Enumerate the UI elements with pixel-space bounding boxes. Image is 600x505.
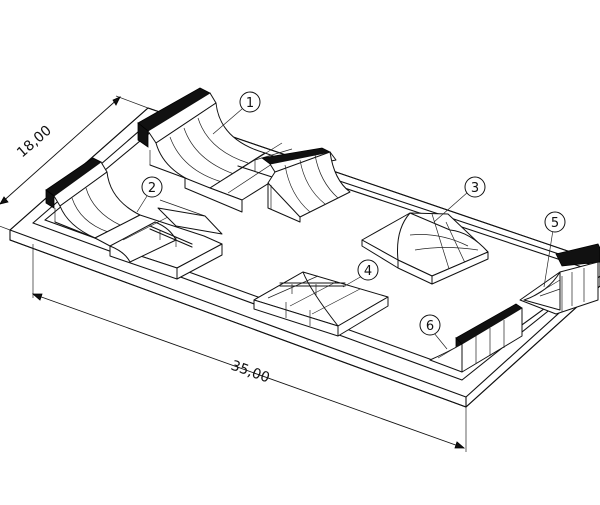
balloon-4: 4 (342, 259, 379, 288)
obstacle-6-quarterpipe (429, 303, 523, 373)
obstacle-5-quarterpipe (519, 243, 600, 315)
obstacle-3-pyramid (361, 212, 489, 285)
balloon-1: 1 (212, 91, 261, 135)
obstacle-4-pad-rail (253, 271, 389, 337)
balloon-2: 2 (136, 176, 163, 213)
svg-text:2: 2 (148, 181, 156, 196)
svg-text:5: 5 (551, 216, 559, 231)
svg-text:3: 3 (471, 181, 479, 196)
dimension-width-label: 18,00 (14, 123, 55, 161)
svg-text:4: 4 (364, 264, 372, 279)
balloon-5: 5 (543, 211, 566, 288)
svg-text:1: 1 (246, 96, 254, 111)
balloon-6: 6 (419, 314, 448, 350)
obstacle-1-halfpipe (137, 87, 351, 223)
obstacle-2-funbox (45, 157, 223, 280)
svg-text:6: 6 (426, 319, 434, 334)
dimension-length-label: 35,00 (229, 358, 272, 387)
balloon-3: 3 (433, 176, 486, 223)
